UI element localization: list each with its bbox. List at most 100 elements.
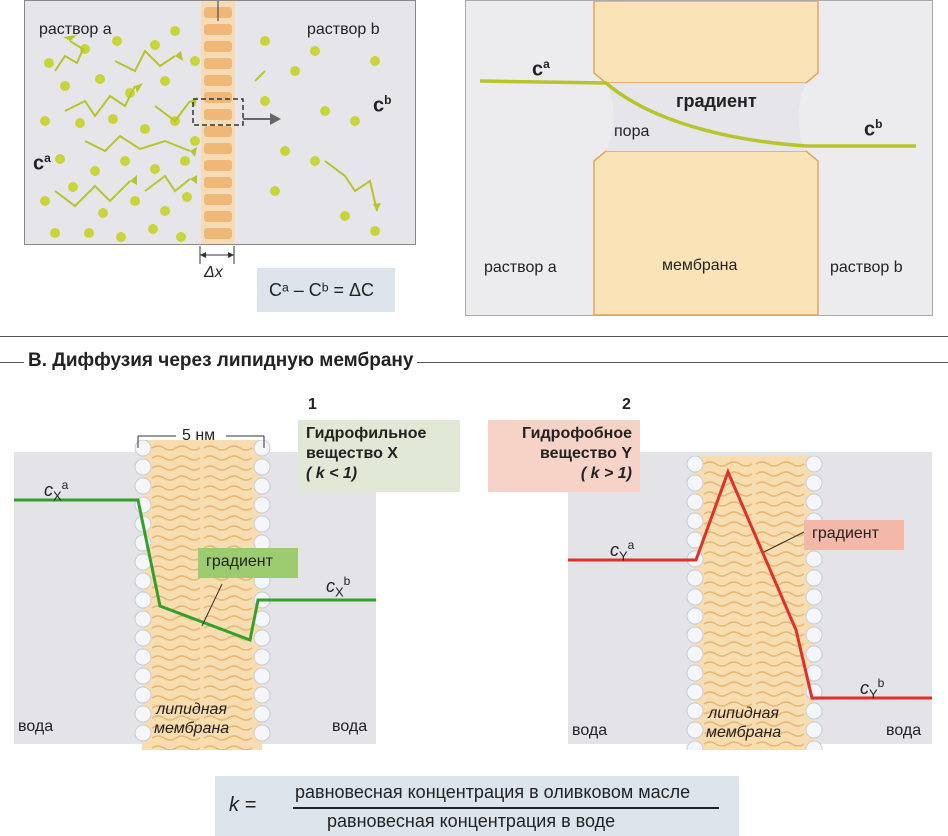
pore-membrane xyxy=(201,1,235,244)
pore-gradient-label: градиент xyxy=(676,91,757,111)
hydrophobic-line1: Гидрофобное xyxy=(522,425,632,442)
particle xyxy=(160,206,170,216)
hydrophobic-water-left: вода xyxy=(572,722,608,739)
section-divider-title xyxy=(0,362,948,363)
hydrophilic-water-right: вода xyxy=(332,718,368,735)
hydrophobic-c-a: cYa xyxy=(610,538,635,564)
particle xyxy=(108,114,118,124)
particle xyxy=(310,156,320,166)
particle xyxy=(60,81,70,91)
hydrophilic-box: Гидрофильное вещество X ( k < 1) xyxy=(298,420,460,492)
pore-label: пора xyxy=(614,123,650,140)
k-numerator: равновесная концентрация в оливковом мас… xyxy=(295,782,691,802)
delta-x-label: Δx xyxy=(204,264,223,281)
delta-c-formula: Cᵃ – Cᵇ = ΔC xyxy=(269,280,375,300)
particle xyxy=(148,224,158,234)
particle xyxy=(98,208,108,218)
particle xyxy=(44,58,54,68)
pore-solution-b: раствор b xyxy=(830,259,903,276)
dashed-region xyxy=(192,98,244,126)
pore-membrane-label: мембрана xyxy=(662,257,738,274)
hydrophilic-water-left: вода xyxy=(18,718,54,735)
k-denominator: равновесная концентрация в воде xyxy=(327,811,616,831)
hydrophobic-c-b: cYb xyxy=(860,676,885,702)
hydrophobic-membrane-svg xyxy=(686,456,823,750)
k-label: k = xyxy=(229,794,257,816)
particle xyxy=(68,182,78,192)
panel-1-number: 1 xyxy=(308,396,317,413)
hydrophobic-line2: вещество Y xyxy=(540,445,632,462)
hydrophilic-c-b: cXb xyxy=(326,574,351,600)
partition-formula-box: k = равновесная концентрация в оливковом… xyxy=(215,776,739,836)
particle xyxy=(270,186,280,196)
particle xyxy=(260,96,270,106)
particle xyxy=(160,76,170,86)
concentration-b-label: cb xyxy=(373,93,392,117)
particle xyxy=(84,228,94,238)
particle xyxy=(176,232,186,242)
hydrophobic-line3: ( k > 1) xyxy=(580,465,632,482)
particle xyxy=(260,36,270,46)
particle xyxy=(150,164,160,174)
particle xyxy=(320,106,330,116)
particle xyxy=(182,192,192,202)
hydrophilic-gradient-label: градиент xyxy=(206,553,273,570)
delta-c-formula-box: Cᵃ – Cᵇ = ΔC xyxy=(257,268,395,312)
particle xyxy=(130,196,140,206)
particle xyxy=(50,228,60,238)
hydrophilic-membrane-label: липидная мембрана xyxy=(154,701,230,737)
delta-x-marker xyxy=(199,246,235,264)
hydrophobic-box: Гидрофобное вещество Y ( k > 1) xyxy=(488,420,640,492)
panel-2-number: 2 xyxy=(622,396,631,413)
concentration-curve xyxy=(479,79,916,148)
concentration-a-label: ca xyxy=(33,151,51,175)
hydrophobic-gradient-label: градиент xyxy=(812,525,879,542)
particle xyxy=(290,66,300,76)
hydrophilic-line2: вещество X xyxy=(306,445,398,462)
hydrophobic-curve-svg xyxy=(568,467,932,700)
particle xyxy=(95,74,105,84)
section-divider-top xyxy=(0,336,948,337)
hydrophobic-gradient-box xyxy=(804,520,904,550)
thickness-label: 5 нм xyxy=(182,427,216,444)
random-walk-paths xyxy=(54,40,378,212)
thickness-bracket xyxy=(137,435,265,448)
solution-a-label: раствор a xyxy=(39,21,112,38)
particle xyxy=(340,211,350,221)
hydrophobic-water-right: вода xyxy=(886,722,922,739)
particle xyxy=(190,136,200,146)
particle xyxy=(116,232,126,242)
section-b-title: B. Диффузия через липидную мембрану xyxy=(24,350,418,372)
particle xyxy=(370,226,380,236)
particle xyxy=(112,36,122,46)
particle xyxy=(150,40,160,50)
particle xyxy=(180,156,190,166)
pore-svg xyxy=(479,1,916,315)
particle xyxy=(370,56,380,66)
hydrophilic-curve-svg xyxy=(14,498,376,643)
particle xyxy=(40,196,50,206)
hydrophilic-gradient-box xyxy=(198,548,298,578)
fraction-line xyxy=(293,807,719,809)
hydrophilic-line3: ( k < 1) xyxy=(306,465,358,482)
solution-b-label: раствор b xyxy=(307,21,380,38)
pore-solution-a: раствор a xyxy=(484,259,557,276)
particle xyxy=(75,118,85,128)
particle xyxy=(40,116,50,126)
particle xyxy=(55,154,65,164)
hydrophilic-c-a: cXa xyxy=(44,478,69,504)
hydrophilic-line1: Гидрофильное xyxy=(306,425,427,442)
particle xyxy=(170,26,180,36)
hydrophobic-membrane-label: липидная мембрана xyxy=(706,705,782,741)
diffusion-solution-panel: раствор a раствор b ca cb xyxy=(24,0,416,245)
particle xyxy=(310,46,320,56)
particle xyxy=(90,166,100,176)
pore-c-b-label: cb xyxy=(864,117,883,141)
pore-diffusion-panel: ca cb градиент пора раствор a мембрана р… xyxy=(465,0,933,316)
solution-svg xyxy=(40,1,381,244)
particle xyxy=(120,156,130,166)
particle xyxy=(350,116,360,126)
particle xyxy=(190,56,200,66)
particle xyxy=(140,124,150,134)
particle xyxy=(280,146,290,156)
